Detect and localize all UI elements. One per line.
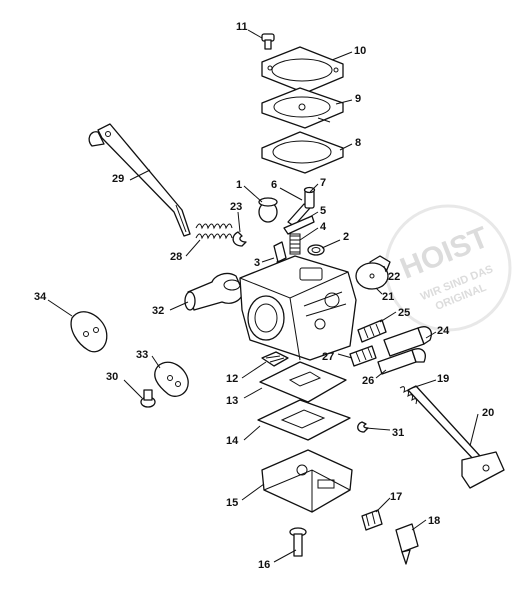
label-27: 27 <box>322 351 334 363</box>
label-19: 19 <box>437 373 449 385</box>
label-3: 3 <box>254 257 260 269</box>
label-7: 7 <box>320 177 326 189</box>
label-12: 12 <box>226 373 238 385</box>
label-8: 8 <box>355 137 361 149</box>
label-17: 17 <box>390 491 402 503</box>
label-15: 15 <box>226 497 238 509</box>
part-32-fitting <box>184 272 243 311</box>
label-26: 26 <box>362 375 374 387</box>
part-33-plate <box>154 361 189 397</box>
label-22: 22 <box>388 271 400 283</box>
label-2: 2 <box>343 231 349 243</box>
leader-lines <box>47 29 479 563</box>
part-25-spring <box>357 319 387 343</box>
part-12-strainer <box>261 351 289 367</box>
part-34-plate <box>70 311 108 353</box>
part-8-gasket <box>261 131 344 174</box>
part-1-cap <box>258 197 278 223</box>
part-30-screw <box>140 389 156 408</box>
part-13-gasket <box>259 361 347 403</box>
part-21-disc <box>355 262 389 290</box>
part-26-screw <box>377 348 426 375</box>
label-18: 18 <box>428 515 440 527</box>
part-9-diaphragm <box>261 87 344 129</box>
part-29-choke-shaft <box>88 123 191 237</box>
label-10: 10 <box>354 45 366 57</box>
label-13: 13 <box>226 395 238 407</box>
label-9: 9 <box>355 93 361 105</box>
part-labels: 11 10 9 8 1 6 7 5 4 3 2 23 29 28 32 34 3… <box>34 21 494 571</box>
label-5: 5 <box>320 205 326 217</box>
part-4-spring <box>289 233 301 255</box>
part-14-diaphragm <box>257 399 351 441</box>
label-11: 11 <box>236 21 248 33</box>
label-29: 29 <box>112 173 124 185</box>
part-15-cover <box>261 449 353 513</box>
label-6: 6 <box>271 179 277 191</box>
part-24-screw <box>383 326 432 357</box>
part-18-screw <box>395 523 419 565</box>
label-33: 33 <box>136 349 148 361</box>
part-16-screw <box>289 527 307 557</box>
label-30: 30 <box>106 371 118 383</box>
label-23: 23 <box>230 201 242 213</box>
part-11-screw <box>261 33 275 50</box>
label-28: 28 <box>170 251 182 263</box>
part-7-pin <box>303 186 316 209</box>
part-27-spring <box>349 345 377 367</box>
label-25: 25 <box>398 307 410 319</box>
part-5-lever <box>283 215 315 235</box>
label-34: 34 <box>34 291 47 303</box>
label-4: 4 <box>320 221 327 233</box>
part-23-clip <box>232 231 247 247</box>
part-31-clip <box>357 421 369 433</box>
label-1: 1 <box>236 179 242 191</box>
label-16: 16 <box>258 559 270 571</box>
label-32: 32 <box>152 305 164 317</box>
part-28-spring <box>195 223 233 240</box>
part-20-throttle-shaft <box>407 385 505 489</box>
label-14: 14 <box>226 435 239 447</box>
part-10-cover <box>261 46 344 94</box>
part-2-washer <box>307 244 325 256</box>
label-31: 31 <box>392 427 404 439</box>
part-19-spring <box>399 386 417 405</box>
label-24: 24 <box>437 325 450 337</box>
part-17-spring <box>361 509 383 531</box>
label-21: 21 <box>382 291 394 303</box>
carburetor-body <box>239 255 357 361</box>
label-20: 20 <box>482 407 494 419</box>
